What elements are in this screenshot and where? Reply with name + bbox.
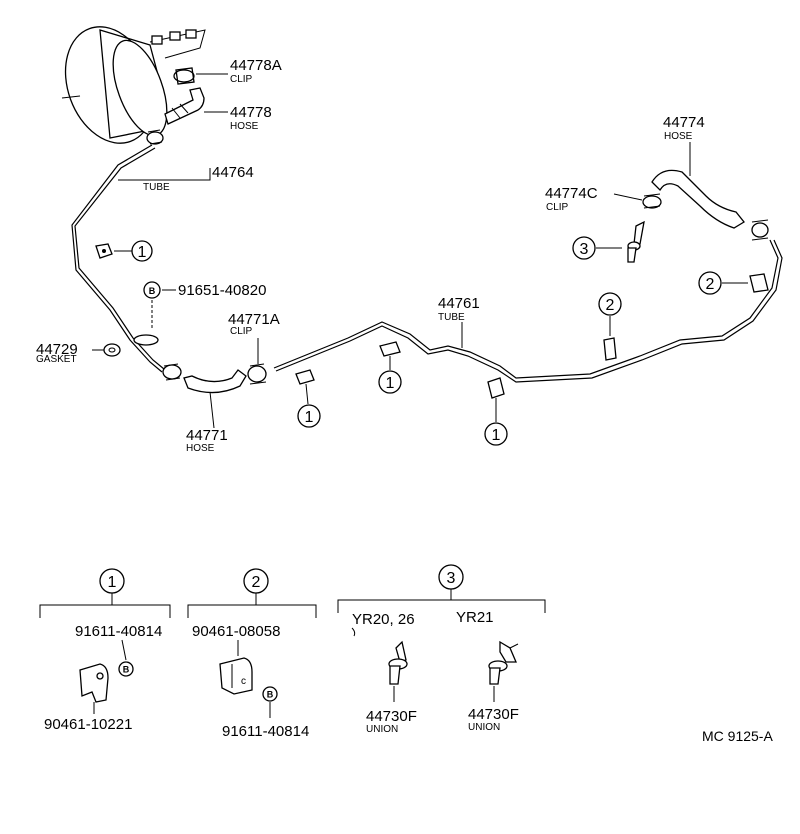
callout-1-circle-d [484,422,508,446]
group-3-label: 3 [447,570,456,587]
bracket-far-right [749,273,769,293]
group-1-bolt-number: 91611-40814 [75,623,162,640]
clip-44771a [247,363,267,385]
hose-44774 [651,169,745,229]
label-91651-number: 91651-40820 [178,282,266,299]
label-44771-number: 44771 [186,427,228,444]
bolt-washer [133,334,159,346]
label-44774-number: 44774 [663,114,705,131]
hose-44771 [183,369,247,394]
group-3-union-a [388,640,408,685]
clip-44778a [173,67,195,85]
callout-1-b: 1 [305,409,314,426]
callout-2-b: 2 [706,276,715,293]
label-44778-name: HOSE [230,121,259,132]
label-44729-name: GASKET [36,354,77,365]
label-44774c-number: 44774C [545,185,598,202]
label-44771-name: HOSE [186,443,215,454]
callout-3-circle-a [572,236,596,260]
group-1-b-circle [118,661,134,677]
group-3-union-a-number: 44730F [366,708,417,725]
callout-2-circle-a [598,292,622,316]
clamp-tube-c [487,377,505,399]
callout-1-circle-a [131,240,153,262]
callout-1-circle-c [378,370,402,394]
group-3-variant-a: YR20, 26 [352,611,415,628]
brake-booster [61,26,206,144]
label-44764-number: 44764 [212,164,254,181]
group-1-b: B [123,665,130,675]
clip-44771a-left [162,363,182,381]
label-44761-name: TUBE [438,312,465,323]
clamp-tube-b [379,341,401,357]
label-44771a-name: CLIP [230,326,253,337]
union-fitting-top [627,220,645,263]
reference-code: MC 9125-A [702,728,773,744]
clip-44778a-lower [146,129,164,145]
group-3-union-a-name: UNION [366,724,398,735]
label-44778a-name: CLIP [230,74,253,85]
callout-b-circle [143,281,161,299]
callout-b-top: B [149,286,156,296]
group-2-bracket [187,593,317,618]
group-3-bracket [337,589,546,613]
label-44729-number: 44729 [36,341,78,358]
group-1-bracket [39,593,171,618]
label-44771a-number: 44771A [228,311,280,328]
group-2-label: 2 [252,574,261,591]
callout-1-a: 1 [138,244,147,261]
bracket-tube-right [603,337,617,361]
gasket-44729 [103,343,121,357]
leader-44764 [118,168,211,181]
group-2-clamp-number: 90461-08058 [192,623,280,640]
group-3-union-b-name: UNION [468,722,500,733]
group-1-clamp-number: 90461-10221 [44,716,132,733]
group-3-union-b [488,640,519,685]
clamp-tube-a [295,369,315,385]
group-3-union-b-number: 44730F [468,706,519,723]
callout-2-circle-b [698,271,722,295]
callout-2-a: 2 [606,297,615,314]
label-44764-name: TUBE [143,182,170,193]
leader-44771 [209,391,215,429]
group-3-variant-b: YR21 [456,609,494,626]
group-2-bolt-number: 91611-40814 [222,723,309,740]
tube-44761 [273,239,779,379]
group-1-clamp [79,663,109,703]
callout-1-circle-b [297,404,321,428]
label-44778-number: 44778 [230,104,272,121]
group-2-clamp [219,657,253,695]
leader-44774c [613,193,643,201]
clip-44774c [642,193,662,209]
group-1-label: 1 [108,574,117,591]
callout-3-a: 3 [580,241,589,258]
label-44774-name: HOSE [664,131,693,142]
callout-1-c: 1 [386,375,395,392]
hose-44778 [164,87,205,125]
tube-44764 [71,144,163,373]
label-44761-number: 44761 [438,295,480,312]
group-2-b: B [267,690,274,700]
group-2-clamp-letter: c [241,676,246,687]
label-44774c-name: CLIP [546,202,569,213]
group-2-b-circle [262,686,278,702]
label-44778a-number: 44778A [230,57,282,74]
callout-1-d: 1 [492,427,501,444]
clamp-left-upper [95,243,113,259]
clip-44774c-right [751,219,769,241]
